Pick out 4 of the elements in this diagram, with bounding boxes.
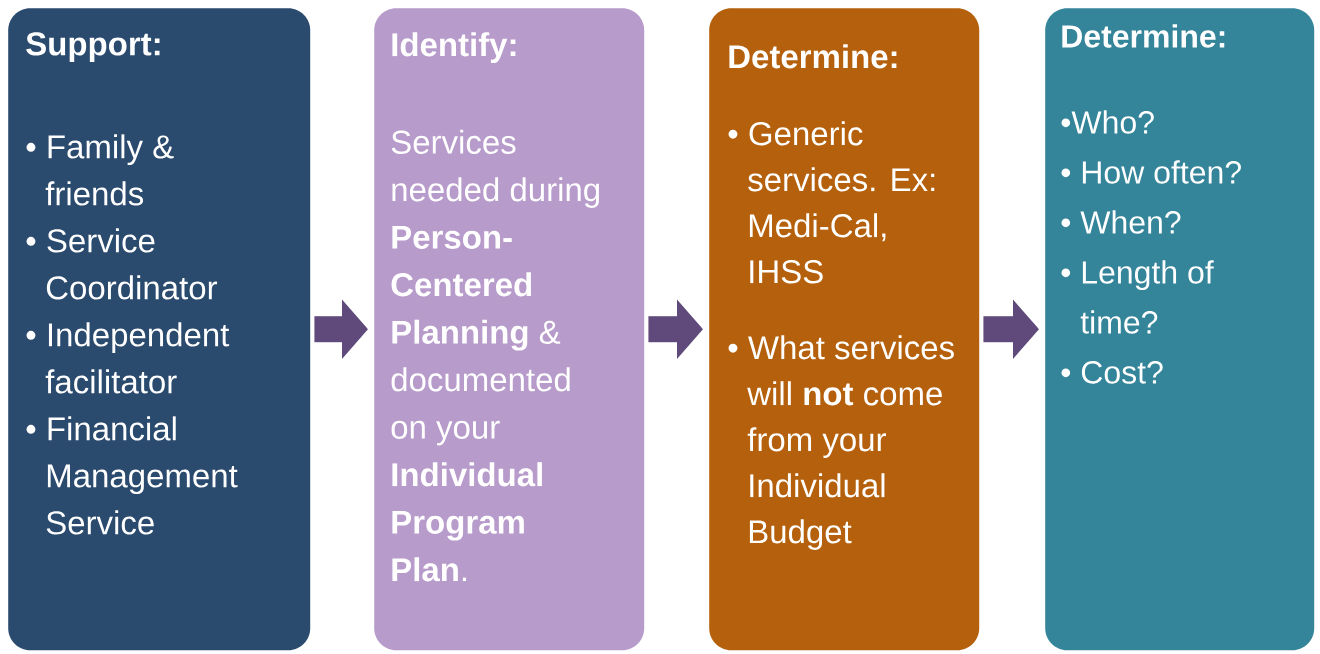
step-box: Support: • Family & friends • Service Coordinator • Independent facilitator • Financial Management Service xyxy=(8,8,311,651)
step-box: Identify: Services needed during Person-Centered Planning & documented on your Individual Program Plan. xyxy=(374,8,645,651)
step-box: Determine: • Generic services. Ex: Medi-Cal, IHSS • What services will not come from your Individual Budget xyxy=(709,8,980,651)
step-box: Determine: •Who? • How often? • When? • Length of time? • Cost? xyxy=(1045,8,1315,651)
